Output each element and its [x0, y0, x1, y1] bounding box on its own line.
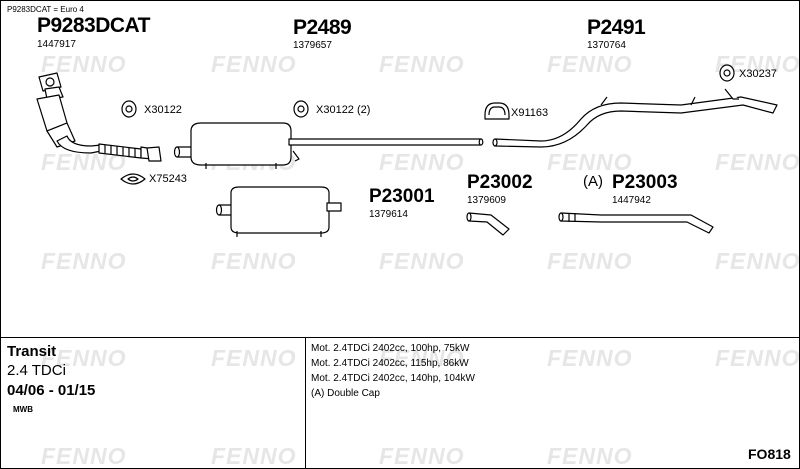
watermark: FENNO — [715, 345, 800, 371]
part-code-tail-long[interactable]: P23003 — [612, 172, 678, 193]
part-number-rear-pipe: 1370764 — [587, 40, 626, 51]
part-number-catalyst: 1447917 — [37, 39, 76, 50]
rubber-mount-drawing[interactable] — [121, 100, 137, 118]
clamp-drawing[interactable] — [484, 102, 510, 120]
watermark: FENNO — [211, 345, 297, 371]
watermark: FENNO — [211, 443, 297, 469]
part-code-middle-box[interactable]: P23001 — [369, 186, 435, 207]
motor-line: (A) Double Cap — [311, 388, 380, 399]
accessory-clamp[interactable]: X91163 — [511, 107, 549, 119]
catalyst-drawing[interactable] — [36, 72, 162, 162]
part-code-rear-pipe[interactable]: P2491 — [587, 16, 646, 39]
accessory-mount-rear[interactable]: X30237 — [739, 68, 777, 80]
part-number-tail-long: 1447942 — [612, 195, 651, 206]
accessory-mount-1[interactable]: X30122 — [144, 104, 182, 116]
rubber-mount-drawing[interactable] — [293, 100, 309, 118]
rear-pipe-drawing[interactable] — [492, 88, 778, 148]
tail-short-drawing[interactable] — [466, 212, 510, 236]
gasket-drawing[interactable] — [120, 173, 146, 185]
watermark: FENNO — [379, 443, 465, 469]
part-code-catalyst[interactable]: P9283DCAT — [37, 14, 151, 37]
rubber-mount-drawing[interactable] — [719, 64, 735, 82]
motor-line: Mot. 2.4TDCi 2402cc, 115hp, 86kW — [311, 358, 469, 369]
double-cap-marker: (A) — [583, 173, 603, 190]
watermark: FENNO — [547, 345, 633, 371]
diagram-reference: FO818 — [748, 446, 791, 462]
motor-line: Mot. 2.4TDCi 2402cc, 140hp, 104kW — [311, 373, 475, 384]
vehicle-engine: 2.4 TDCi — [7, 362, 66, 379]
part-code-tail-short[interactable]: P23002 — [467, 172, 533, 193]
part-number-front-pipe: 1379657 — [293, 40, 332, 51]
vehicle-body: MWB — [13, 405, 33, 414]
motor-line: Mot. 2.4TDCi 2402cc, 100hp, 75kW — [311, 343, 470, 354]
accessory-gasket[interactable]: X75243 — [149, 173, 187, 185]
part-code-front-pipe[interactable]: P2489 — [293, 16, 352, 39]
part-number-middle-box: 1379614 — [369, 209, 408, 220]
front-pipe-drawing[interactable] — [173, 122, 484, 169]
euro-norm-note: P9283DCAT = Euro 4 — [7, 5, 84, 14]
tail-long-drawing[interactable] — [558, 212, 714, 234]
parts-drawing — [36, 64, 778, 237]
accessory-mount-2[interactable]: X30122 (2) — [316, 104, 371, 116]
info-divider-vertical — [305, 337, 306, 468]
watermark: FENNO — [41, 443, 127, 469]
watermark: FENNO — [547, 443, 633, 469]
info-divider-horizontal — [1, 337, 799, 338]
part-number-tail-short: 1379609 — [467, 195, 506, 206]
middle-box-drawing[interactable] — [215, 186, 342, 237]
flex-pipe-drawing — [98, 143, 162, 162]
vehicle-model: Transit — [7, 343, 57, 360]
vehicle-years: 04/06 - 01/15 — [7, 382, 96, 399]
